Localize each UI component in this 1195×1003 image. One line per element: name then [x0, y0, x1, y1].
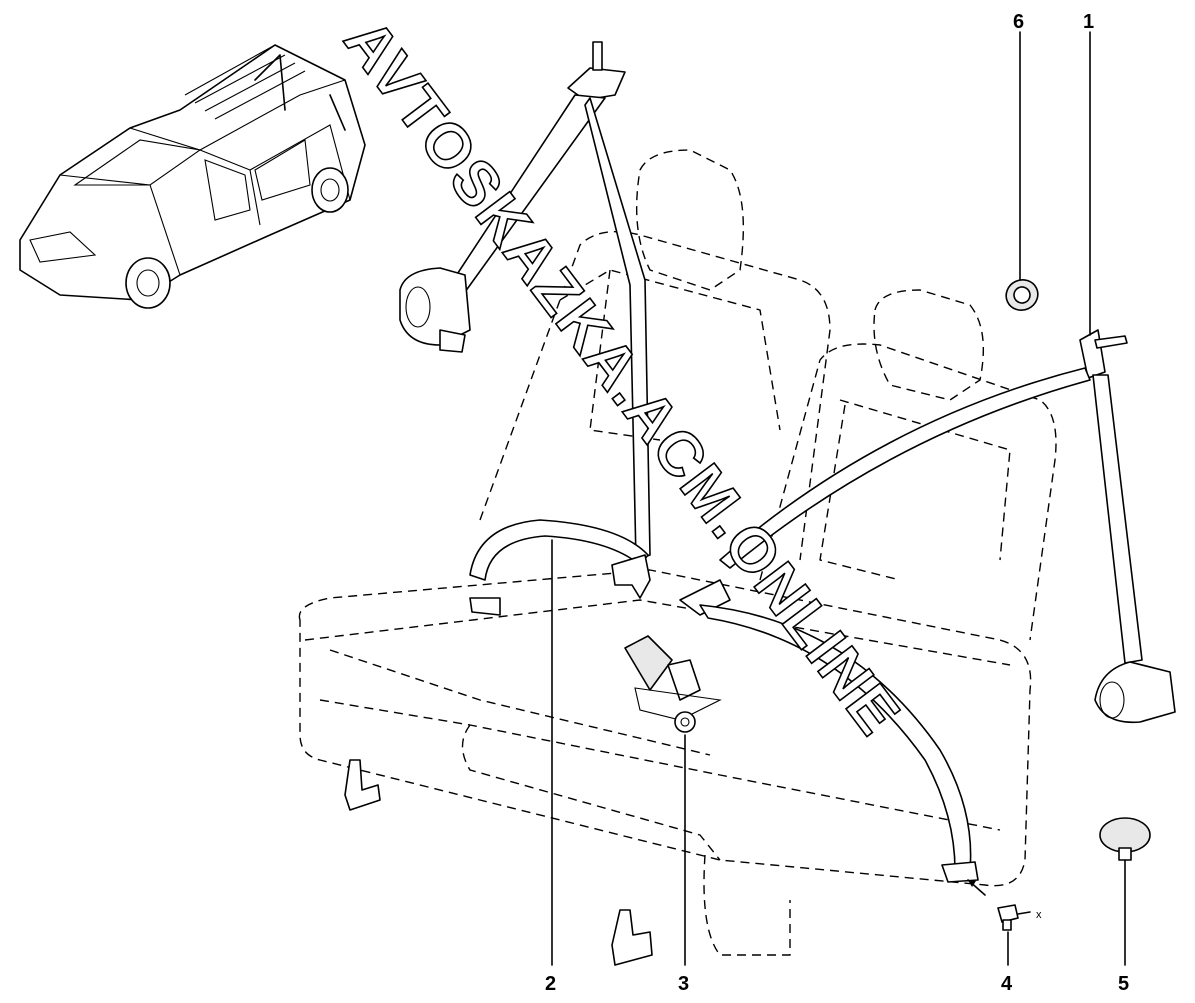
callout-3: 3	[678, 973, 689, 995]
anchor-bolt	[967, 879, 1031, 931]
callout-4: 4	[1001, 973, 1013, 995]
vehicle-thumbnail	[19, 44, 366, 309]
right-seat-belt-assembly	[679, 329, 1176, 883]
callout-5: 5	[1118, 973, 1129, 995]
center-buckle-assembly	[624, 635, 722, 733]
trim-cap	[1099, 817, 1151, 861]
callout-6: 6	[1013, 11, 1024, 33]
rear-seat-outline	[298, 149, 1057, 966]
callout-1: 1	[1083, 11, 1094, 33]
watermark-text: AVTOSKAZKA.ACM.ONLINE	[331, 7, 914, 749]
leader-lines	[551, 31, 1126, 966]
left-seat-belt-assembly	[399, 41, 651, 616]
callout-2: 2	[545, 973, 556, 995]
annotation-x: x	[1036, 909, 1042, 921]
guide-ring	[1005, 279, 1039, 311]
